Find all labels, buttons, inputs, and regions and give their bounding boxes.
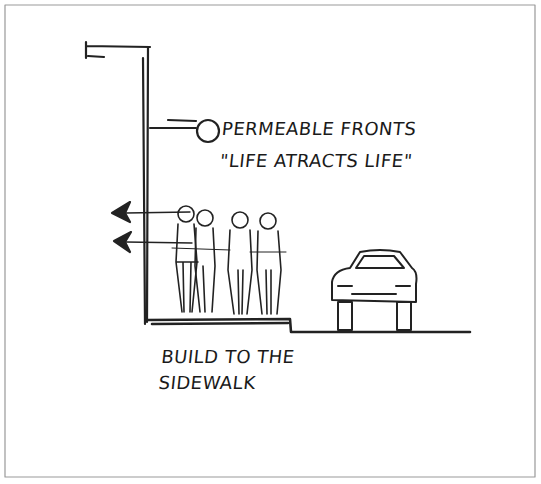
frame — [5, 5, 535, 477]
pedestrians — [172, 206, 286, 314]
building-facade — [86, 42, 196, 324]
ground-and-curb — [147, 319, 470, 332]
caption-note: BUILD TO THE SIDEWALK — [157, 344, 342, 396]
callout-motto: "LIFE ATRACTS LIFE" — [219, 148, 522, 174]
car — [332, 250, 417, 330]
callout-marker — [197, 120, 219, 142]
callout-title: PERMEABLE FRONTS — [221, 116, 524, 142]
